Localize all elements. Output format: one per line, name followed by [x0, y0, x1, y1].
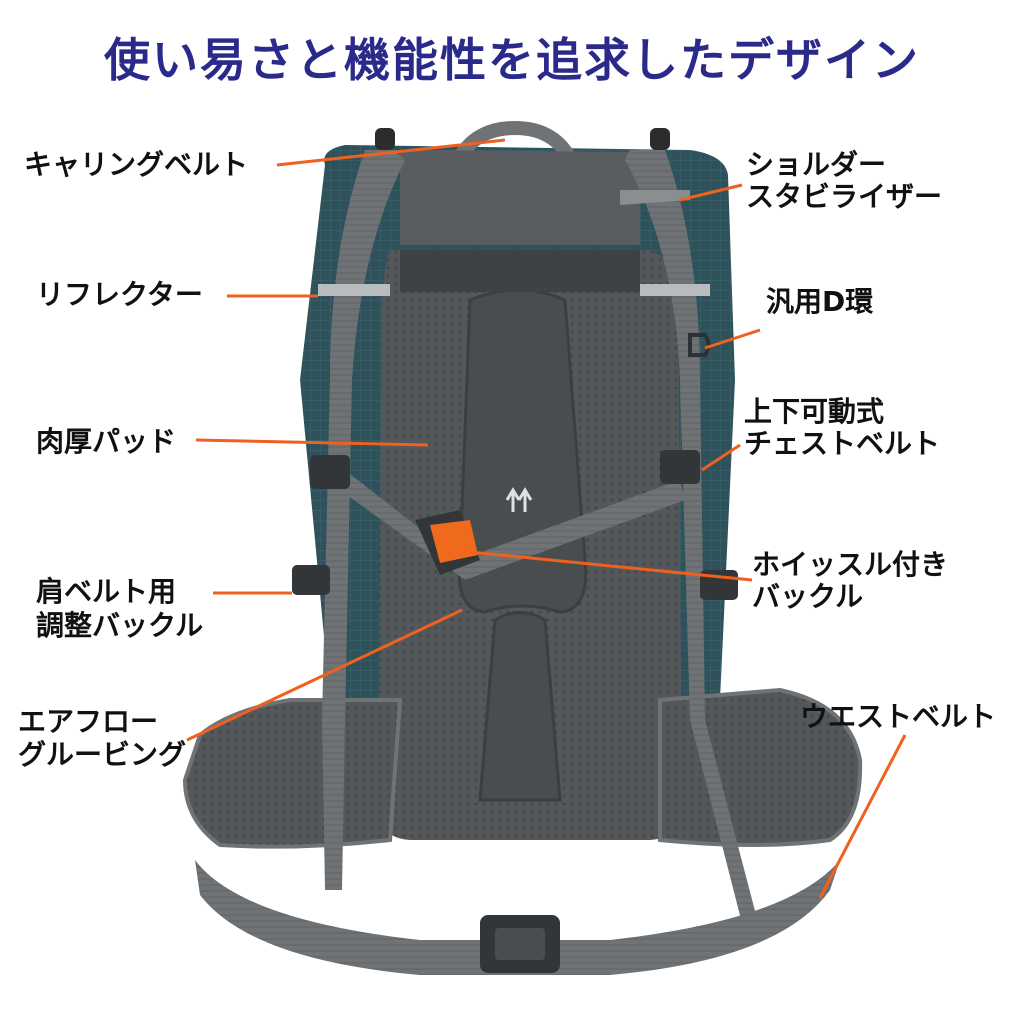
label-d-ring: 汎用D環	[766, 285, 874, 318]
chest-strap	[340, 470, 685, 580]
reflector-band	[318, 284, 390, 296]
leader-airflow	[186, 608, 463, 742]
label-airflow-line1: エアフロー	[18, 705, 159, 738]
label-shoulder-buckle-line1: 肩ベルト用	[36, 575, 177, 608]
label-airflow-line2: グルービング	[18, 738, 187, 771]
leader-d-ring	[704, 328, 761, 350]
leader-waist-belt	[818, 734, 907, 899]
arrow-up-icon	[517, 487, 533, 512]
leader-padding	[195, 438, 429, 447]
page-title: 使い易さと機能性を追求したデザイン	[104, 33, 920, 87]
arrow-up-icon	[505, 487, 521, 512]
label-chest-belt-line2: チェストベルト	[744, 427, 941, 460]
label-shoulder-stabilizer-line1: ショルダー	[746, 148, 887, 181]
label-whistle-buckle-line2: バックル	[752, 580, 864, 613]
label-waist-belt: ウエストベルト	[800, 700, 997, 733]
label-reflector: リフレクター	[36, 278, 203, 311]
waist-buckle	[480, 915, 560, 973]
leader-chest-belt	[701, 443, 741, 472]
leader-carry-belt	[276, 138, 506, 167]
label-padding: 肉厚パッド	[36, 425, 177, 458]
label-shoulder-stabilizer-line2: スタビライザー	[746, 180, 943, 213]
chest-strap-slider-right	[660, 450, 700, 484]
label-chest-belt-line1: 上下可動式	[744, 395, 885, 428]
waist-strap	[195, 860, 840, 975]
label-shoulder-buckle-line2: 調整バックル	[36, 609, 204, 642]
shoulder-strap-right	[625, 150, 760, 935]
leader-lines	[186, 138, 907, 899]
hip-belt-left	[182, 698, 403, 849]
whistle-buckle	[415, 510, 480, 575]
shoulder-buckle-left	[292, 565, 330, 595]
label-whistle-buckle-line1: ホイッスル付き	[752, 548, 949, 581]
leader-stabilizer	[679, 183, 743, 202]
label-carry-belt: キャリングベルト	[24, 148, 249, 181]
leader-whistle	[469, 550, 753, 582]
shoulder-strap-left	[322, 150, 405, 890]
carry-handle	[448, 120, 582, 177]
chest-strap-slider-left	[310, 455, 350, 489]
